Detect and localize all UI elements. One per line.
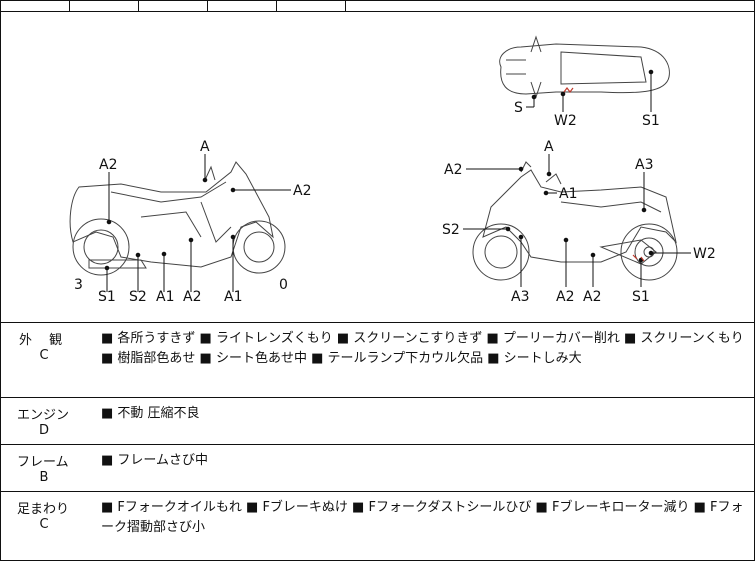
- row-engine: エンジン D ■ 不動 圧縮不良: [1, 398, 755, 445]
- header-divider: [69, 1, 70, 12]
- label-right-A1: A1: [559, 186, 577, 202]
- row-grade: B: [39, 470, 49, 485]
- label-left-A1-bottom: A1: [224, 289, 242, 305]
- row-text: ■ 不動 圧縮不良: [101, 406, 200, 421]
- header-divider: [138, 1, 139, 12]
- row-title: エンジン: [17, 408, 70, 423]
- label-left-A2-bottom: A2: [183, 289, 201, 305]
- label-top-S1: S1: [642, 113, 660, 129]
- header-divider: [207, 1, 208, 12]
- label-right-S1: S1: [632, 289, 650, 305]
- row-grade: C: [39, 348, 49, 363]
- label-left-3: 3: [74, 277, 83, 293]
- row-title: 外 観: [19, 333, 63, 348]
- label-top-S: S: [514, 100, 523, 116]
- row-text: ■ Fフォークオイルもれ ■ Fブレーキぬけ ■ Fフォークダストシールひび ■…: [101, 500, 744, 535]
- row-title: フレーム: [17, 455, 69, 470]
- row-text: ■ 各所うすきず ■ ライトレンズくもり ■ スクリーンこすりきず ■ プーリー…: [101, 331, 744, 366]
- label-right-S2: S2: [442, 222, 460, 238]
- row-head: フレーム B: [1, 445, 87, 491]
- header-divider: [276, 1, 277, 12]
- row-frame: フレーム B ■ フレームさび中: [1, 445, 755, 492]
- label-left-A2-right: A2: [293, 183, 311, 199]
- row-text: ■ フレームさび中: [101, 453, 209, 468]
- header-divider: [345, 1, 346, 12]
- label-left-S1: S1: [98, 289, 116, 305]
- row-exterior: 外 観 C ■ 各所うすきず ■ ライトレンズくもり ■ スクリーンこすりきず …: [1, 323, 755, 398]
- label-top-W2: W2: [554, 113, 577, 129]
- row-grade: C: [39, 517, 49, 532]
- label-right-A3-top: A3: [635, 157, 653, 173]
- damage-diagram: A A2 A2 3 0 S1 S2 A1 A2 A1 A A2 A3 A1 S2…: [1, 12, 755, 323]
- label-right-A2-b2: A2: [583, 289, 601, 305]
- label-right-W2: W2: [693, 246, 716, 262]
- label-left-S2: S2: [129, 289, 147, 305]
- row-head: エンジン D: [1, 398, 87, 444]
- label-right-A2-b1: A2: [556, 289, 574, 305]
- label-left-A2-top: A2: [99, 157, 117, 173]
- damage-mark-top: [563, 87, 574, 93]
- header-strip: [1, 1, 755, 12]
- scooter-diagram-svg: A A2 A2 3 0 S1 S2 A1 A2 A1 A A2 A3 A1 S2…: [69, 35, 716, 305]
- label-right-A3-bottom: A3: [511, 289, 529, 305]
- label-left-A: A: [200, 139, 210, 155]
- damage-mark-right: [632, 254, 645, 262]
- scooter-right-view: [472, 161, 678, 281]
- row-grade: D: [38, 423, 49, 438]
- label-right-A: A: [544, 139, 554, 155]
- row-head: 外 観 C: [1, 323, 87, 397]
- scooter-top-view: [499, 35, 670, 99]
- label-right-A2: A2: [444, 162, 462, 178]
- row-head: 足まわり C: [1, 492, 87, 561]
- scooter-left-view: [69, 161, 286, 276]
- row-suspension: 足まわり C ■ Fフォークオイルもれ ■ Fブレーキぬけ ■ Fフォークダスト…: [1, 492, 755, 561]
- row-title: 足まわり: [17, 502, 70, 517]
- label-left-A1: A1: [156, 289, 174, 305]
- label-left-0: 0: [279, 277, 288, 293]
